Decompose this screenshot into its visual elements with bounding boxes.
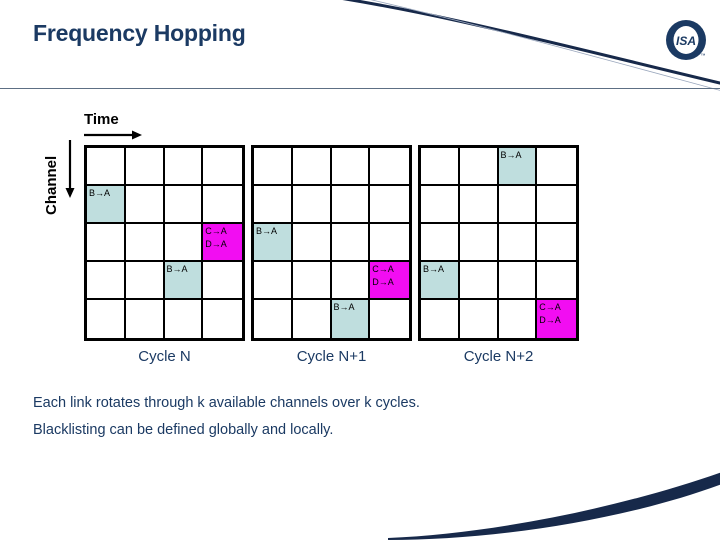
cell-link-label: C→A: [539, 302, 561, 312]
isa-logo-icon: ISA ™: [666, 20, 706, 60]
body-line-2: Blacklisting can be defined globally and…: [33, 421, 334, 438]
grid-cell-empty: [125, 186, 165, 224]
grid-cell-empty: [125, 262, 165, 300]
grid-cell-empty: [87, 300, 126, 338]
grid-cell-empty: [498, 262, 538, 300]
grid-cell-empty: [203, 148, 242, 186]
cell-link-label: C→A: [205, 226, 227, 236]
cell-link-label: B→A: [423, 264, 445, 274]
grid-cell-empty: [164, 186, 204, 224]
grid-cell-empty: [126, 300, 165, 338]
grid-cell-empty: [203, 300, 242, 338]
grid-cell-empty: [499, 300, 538, 338]
grid-cell-empty: [537, 148, 576, 186]
isa-logo-text: ISA: [676, 34, 696, 48]
header-divider: [0, 88, 720, 89]
grid-cell-empty: [421, 300, 460, 338]
grid-cell-empty: [165, 300, 204, 338]
grid-cell-empty: [164, 224, 204, 262]
grid-cell-empty: [254, 186, 293, 224]
channel-axis-label: Channel: [43, 155, 60, 215]
grid-cell-cycle-n1-r4-c2: B→A: [331, 300, 371, 338]
grid-cell-empty: [498, 186, 538, 224]
grid-cell-empty: [87, 148, 126, 186]
body-line-1: Each link rotates through k available ch…: [33, 395, 420, 411]
grid-cell-empty: [203, 262, 242, 300]
grid-cell-empty: [254, 300, 293, 338]
grid-cell-empty: [292, 186, 332, 224]
time-axis-label: Time: [84, 111, 119, 128]
grid-cell-empty: [292, 148, 332, 186]
channel-grid-cycle-n1: B→A C→A D→A B→A: [251, 145, 412, 341]
grid-cell-empty: [370, 186, 409, 224]
grid-cell-empty: [203, 186, 242, 224]
grid-cell-empty: [537, 224, 576, 262]
grid-cell-cycle-n2-r0-c2: B→A: [498, 148, 538, 186]
grid-cell-empty: [293, 300, 332, 338]
grid-cell-empty: [421, 148, 460, 186]
grid-cell-empty: [537, 262, 576, 300]
grid-cell-empty: [460, 300, 499, 338]
grid-cell-empty: [292, 224, 332, 262]
grid-cell-empty: [331, 262, 371, 300]
body-text-block: Each link rotates through k available ch…: [33, 390, 593, 444]
cell-link-label: D→A: [539, 315, 561, 326]
grid-cell-empty: [370, 224, 409, 262]
grid-cell-empty: [331, 148, 371, 186]
grid-cell-cycle-n1-r2-c0: B→A: [254, 224, 293, 262]
channel-grid-cycle-n: B→A C→A D→A B→A: [84, 145, 245, 341]
cell-link-label: B→A: [500, 150, 522, 160]
grid-cell-empty: [459, 262, 499, 300]
arrow-down-icon: [65, 140, 75, 198]
cell-link-label: B→A: [256, 226, 278, 236]
arrow-right-icon: [84, 130, 142, 140]
grid-cell-empty: [87, 224, 126, 262]
grid-cell-cycle-n-r3-c2: B→A: [164, 262, 204, 300]
grid-cell-empty: [421, 186, 460, 224]
svg-text:™: ™: [701, 53, 706, 59]
cell-link-label: B→A: [333, 302, 355, 312]
slide-header: Frequency Hopping ISA ™: [0, 0, 720, 91]
grid-cell-empty: [331, 186, 371, 224]
grid-cell-empty: [254, 148, 293, 186]
page-title: Frequency Hopping: [33, 20, 246, 46]
cell-link-label: C→A: [372, 264, 394, 274]
grid-cell-empty: [125, 148, 165, 186]
grid-cell-empty: [254, 262, 293, 300]
grid-cell-empty: [370, 300, 409, 338]
cycle-caption-n2: Cycle N+2: [463, 348, 534, 365]
cell-link-label: D→A: [372, 277, 394, 288]
grid-cell-cycle-n-r1-c0: B→A: [87, 186, 126, 224]
grid-cell-empty: [537, 186, 576, 224]
grid-cell-empty: [421, 224, 460, 262]
grid-cell-cycle-n2-r3-c0: B→A: [421, 262, 460, 300]
grid-cell-empty: [87, 262, 126, 300]
channel-grid-cycle-n2: B→A B→A C→A D→A: [418, 145, 579, 341]
cycle-caption-n: Cycle N: [138, 348, 191, 365]
cell-link-label: D→A: [205, 239, 227, 250]
grid-cell-cycle-n1-r3-c3: C→A D→A: [370, 262, 409, 300]
cycle-caption-n1: Cycle N+1: [296, 348, 367, 365]
grid-cell-empty: [370, 148, 409, 186]
grid-cell-empty: [164, 148, 204, 186]
grid-cell-empty: [459, 186, 499, 224]
grid-cell-empty: [459, 224, 499, 262]
footer-swoosh-decoration: [388, 472, 720, 540]
grid-cell-empty: [125, 224, 165, 262]
grid-cell-empty: [459, 148, 499, 186]
cell-link-label: B→A: [89, 188, 111, 198]
grid-cell-empty: [292, 262, 332, 300]
grid-cell-cycle-n2-r4-c3: C→A D→A: [537, 300, 576, 338]
grid-cell-cycle-n-r2-c3: C→A D→A: [203, 224, 242, 262]
cell-link-label: B→A: [166, 264, 188, 274]
grid-cell-empty: [331, 224, 371, 262]
grid-cell-empty: [498, 224, 538, 262]
